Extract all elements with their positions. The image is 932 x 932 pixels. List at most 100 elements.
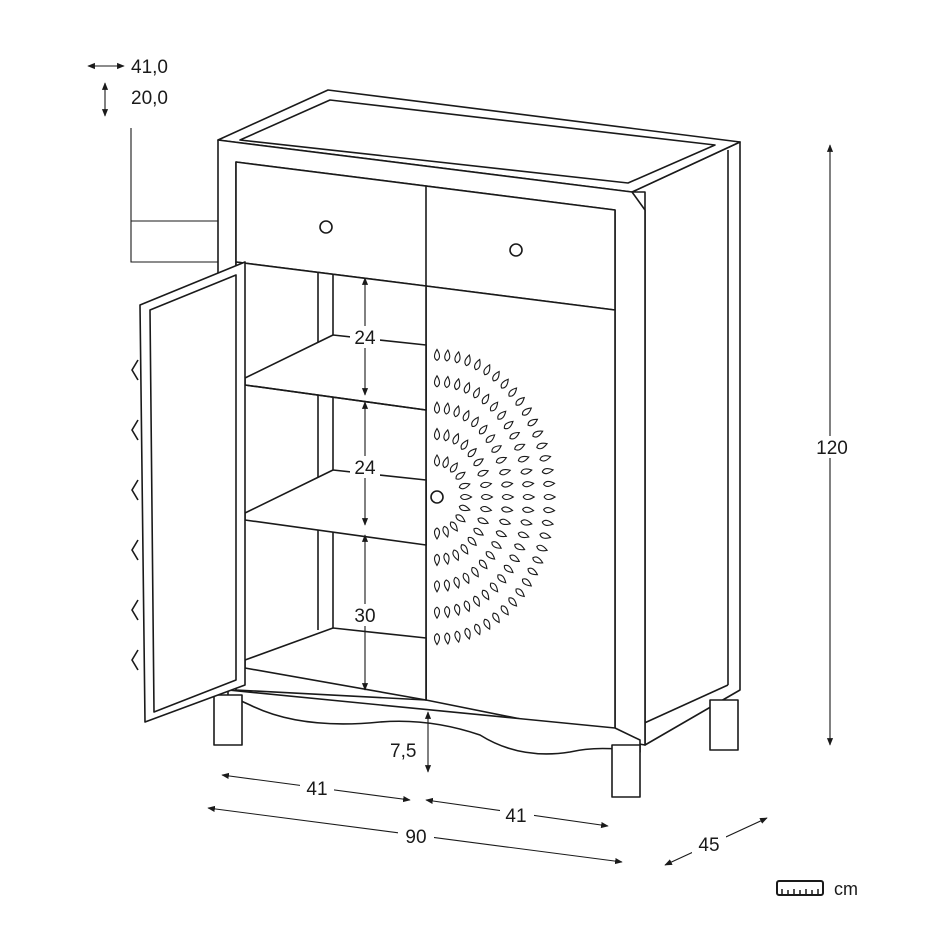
teardrop-motif bbox=[478, 559, 488, 570]
handle-width-label: 41,0 bbox=[131, 57, 168, 78]
teardrop-motif bbox=[517, 455, 530, 463]
leg-height-label: 7,5 bbox=[390, 741, 416, 762]
teardrop-motif bbox=[462, 572, 470, 585]
teardrop-motif bbox=[453, 576, 460, 589]
teardrop-motif bbox=[464, 354, 471, 367]
teardrop-motif bbox=[467, 536, 477, 547]
teardrop-motif bbox=[479, 481, 493, 489]
teardrop-motif bbox=[442, 456, 449, 469]
ruler-icon bbox=[776, 880, 824, 896]
teardrop-motif bbox=[497, 574, 507, 584]
teardrop-motif bbox=[477, 469, 490, 477]
teardrop-motif bbox=[483, 363, 491, 376]
teardrop-motif bbox=[491, 445, 503, 453]
teardrop-motif bbox=[462, 409, 470, 422]
teardrop-motif bbox=[473, 458, 484, 467]
teardrop-motif bbox=[501, 481, 514, 488]
teardrop-motif bbox=[472, 386, 480, 399]
teardrop-motif bbox=[444, 605, 451, 619]
teardrop-motif bbox=[433, 348, 441, 362]
teardrop-motif bbox=[433, 374, 441, 388]
teardrop-motif bbox=[467, 447, 477, 458]
teardrop-motif bbox=[503, 420, 514, 430]
teardrop-motif bbox=[521, 407, 533, 416]
teardrop-motif bbox=[449, 521, 458, 532]
teardrop-motif bbox=[515, 588, 525, 598]
teardrop-motif bbox=[479, 505, 493, 513]
teardrop-motif bbox=[481, 589, 490, 601]
teardrop-motif bbox=[521, 481, 535, 488]
handle-height-label: 20,0 bbox=[131, 88, 168, 109]
teardrop-motif bbox=[464, 627, 471, 640]
teardrop-motif bbox=[542, 506, 556, 514]
teardrop-motif bbox=[443, 428, 450, 442]
teardrop-motif bbox=[455, 514, 466, 523]
teardrop-motif bbox=[492, 612, 500, 624]
teardrop-motif bbox=[500, 378, 509, 389]
teardrop-motif bbox=[481, 393, 490, 405]
teardrop-motif bbox=[495, 456, 508, 464]
teardrop-motif bbox=[536, 544, 549, 552]
right-door[interactable] bbox=[425, 285, 616, 739]
teardrop-motif bbox=[492, 370, 500, 382]
teardrop-motif bbox=[474, 623, 481, 636]
teardrop-motif bbox=[433, 606, 441, 620]
teardrop-motif bbox=[452, 549, 460, 562]
teardrop-motif bbox=[458, 504, 471, 512]
teardrop-motif bbox=[509, 554, 521, 563]
teardrop-motif bbox=[433, 527, 441, 541]
door-knob[interactable] bbox=[430, 490, 444, 504]
teardrop-motif bbox=[472, 595, 480, 608]
teardrop-motif bbox=[543, 493, 557, 501]
teardrop-motif bbox=[515, 396, 525, 406]
leg-front-right bbox=[611, 744, 641, 798]
teardrop-motif bbox=[499, 468, 512, 476]
teardrop-motif bbox=[458, 482, 471, 490]
teardrop-motif bbox=[520, 468, 533, 475]
bottom-apron bbox=[227, 689, 641, 755]
teardrop-motif bbox=[483, 618, 491, 631]
teardrop-motif bbox=[508, 387, 518, 397]
teardrop-motif bbox=[491, 541, 503, 549]
teardrop-motif bbox=[541, 519, 555, 526]
side-panel bbox=[631, 141, 741, 746]
total-width-label: 90 bbox=[405, 827, 426, 848]
teardrop-motif bbox=[527, 418, 539, 427]
leg-back-right bbox=[709, 699, 739, 751]
teardrop-motif bbox=[471, 566, 479, 578]
teardrop-motif bbox=[501, 493, 515, 501]
teardrop-motif bbox=[460, 544, 469, 555]
teardrop-motif bbox=[473, 527, 484, 536]
teardrop-motif bbox=[521, 506, 535, 513]
teardrop-motif bbox=[489, 401, 499, 412]
teardrop-motif bbox=[477, 517, 490, 525]
teardrop-motif bbox=[449, 462, 458, 473]
dimension-lines: 24 24 30 7,5 120 41 41 90 45 bbox=[207, 144, 852, 866]
teardrop-motif bbox=[433, 401, 441, 414]
drawer-knob-left[interactable] bbox=[319, 220, 333, 234]
teardrop-motif bbox=[454, 350, 461, 364]
shelf-height-2: 24 bbox=[354, 458, 376, 479]
teardrop-motif bbox=[527, 567, 539, 576]
left-door-open[interactable] bbox=[139, 261, 246, 723]
teardrop-motif bbox=[478, 424, 488, 435]
teardrop-motif bbox=[452, 432, 460, 445]
teardrop-motif bbox=[489, 582, 499, 593]
teardrop-motif bbox=[485, 434, 496, 443]
teardrop-motif bbox=[480, 493, 494, 501]
teardrop-motif bbox=[463, 600, 471, 613]
teardrop-motif bbox=[433, 632, 441, 646]
teardrop-motif bbox=[433, 580, 441, 593]
teardrop-motif bbox=[522, 493, 536, 501]
teardrop-motif bbox=[433, 453, 441, 467]
teardrop-pattern bbox=[433, 348, 557, 646]
drawer-knob-right[interactable] bbox=[509, 243, 523, 257]
teardrop-motif bbox=[444, 348, 451, 362]
teardrop-motif bbox=[500, 605, 509, 616]
shelf-height-1: 24 bbox=[354, 328, 376, 349]
teardrop-motif bbox=[536, 442, 549, 450]
teardrop-motif bbox=[495, 530, 508, 538]
door-carving-edge bbox=[131, 359, 139, 671]
